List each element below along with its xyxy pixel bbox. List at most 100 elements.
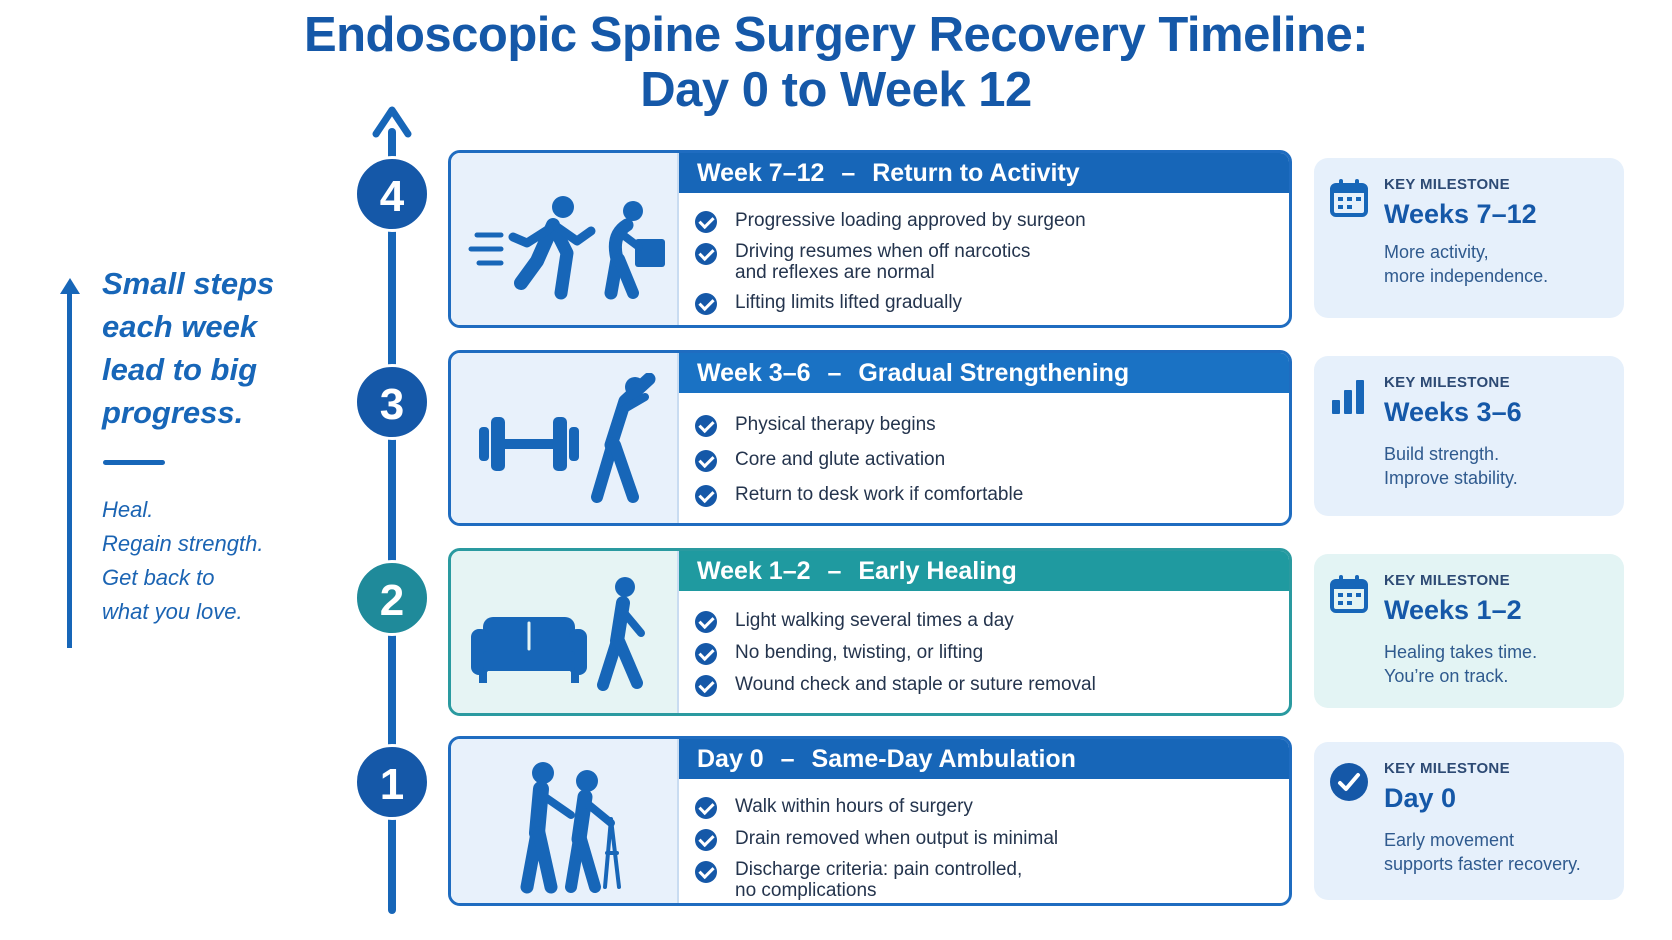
phase-name: Early Healing — [858, 557, 1017, 585]
bullet-text: Light walking several times a day — [735, 610, 1014, 631]
milestone-description-line: more independence. — [1384, 266, 1549, 286]
phase-illustration-panel — [451, 353, 679, 523]
milestone-description: More activity, more independence. — [1384, 240, 1624, 288]
page-title-line-2: Day 0 to Week 12 — [640, 63, 1032, 117]
bullet-text: Wound check and staple or suture removal — [735, 674, 1096, 695]
phase-header: Day 0 – Same-Day Ambulation — [679, 739, 1289, 779]
timeline-arrow-up-icon — [372, 106, 412, 138]
check-circle-icon — [695, 415, 717, 437]
bullet-text: Walk within hours of surgery — [735, 796, 973, 817]
list-item: No bending, twisting, or lifting — [695, 641, 1279, 665]
phase-bullet-list: Progressive loading approved by surgeon … — [695, 209, 1279, 323]
bullet-text: Progressive loading approved by surgeon — [735, 210, 1086, 231]
phase-period: Week 7–12 — [697, 159, 825, 187]
milestone-kicker: KEY MILESTONE — [1384, 760, 1510, 777]
timeline-line — [388, 128, 396, 914]
phase-bullet-list: Physical therapy begins Core and glute a… — [695, 413, 1279, 515]
sofa-icon — [471, 577, 645, 691]
bullet-text: Discharge criteria: pain controlled, no … — [735, 859, 1023, 901]
subtext-line: Get back to — [102, 565, 215, 590]
quote-divider — [103, 460, 165, 465]
assisted-walking-with-walker-icon — [520, 762, 621, 894]
list-item: Drain removed when output is minimal — [695, 827, 1279, 851]
milestone-description-line: More activity, — [1384, 242, 1489, 262]
check-circle-icon — [695, 243, 717, 265]
milestone-description: Healing takes time. You’re on track. — [1384, 640, 1624, 688]
check-circle-icon — [695, 611, 717, 633]
phase-name: Gradual Strengthening — [858, 359, 1130, 387]
bullet-text: Core and glute activation — [735, 449, 946, 470]
milestone-description-line: Build strength. — [1384, 444, 1500, 464]
check-circle-icon — [695, 643, 717, 665]
list-item: Light walking several times a day — [695, 609, 1279, 633]
check-circle-icon — [1330, 763, 1368, 801]
phase-separator: – — [841, 159, 856, 187]
phase-header: Week 3–6 – Gradual Strengthening — [679, 353, 1289, 393]
milestone-description: Early movement supports faster recovery. — [1384, 828, 1624, 876]
list-item: Physical therapy begins — [695, 413, 1279, 437]
milestone-card-weeks-3-6: KEY MILESTONE Weeks 3–6 Build strength. … — [1314, 356, 1624, 516]
milestone-kicker: KEY MILESTONE — [1384, 572, 1510, 589]
phase-card-week-7-12: Week 7–12 – Return to Activity Progressi… — [448, 150, 1292, 328]
phase-card-week-1-2: Week 1–2 – Early Healing Light walking s… — [448, 548, 1292, 716]
milestone-description-line: supports faster recovery. — [1384, 854, 1581, 874]
bullet-text: Return to desk work if comfortable — [735, 484, 1024, 505]
check-circle-icon — [695, 293, 717, 315]
list-item: Discharge criteria: pain controlled, no … — [695, 859, 1279, 901]
step-number-2: 2 — [354, 560, 430, 636]
list-item: Return to desk work if comfortable — [695, 483, 1279, 507]
milestone-description-line: You’re on track. — [1384, 666, 1509, 686]
step-number-4: 4 — [354, 156, 430, 232]
milestone-description-line: Early movement — [1384, 830, 1515, 850]
milestone-title: Weeks 7–12 — [1384, 199, 1537, 229]
phase-illustration-panel — [451, 739, 679, 903]
phase-bullet-list: Walk within hours of surgery Drain remov… — [695, 795, 1279, 903]
bullet-text: Drain removed when output is minimal — [735, 828, 1059, 849]
milestone-title: Weeks 1–2 — [1384, 595, 1522, 625]
list-item: Driving resumes when off narcotics and r… — [695, 241, 1279, 283]
dumbbell-icon — [479, 373, 656, 503]
page-title-line-1: Endoscopic Spine Surgery Recovery Timeli… — [303, 8, 1369, 62]
progress-arrow-icon — [60, 278, 80, 648]
phase-separator: – — [780, 745, 795, 773]
phase-separator: – — [827, 359, 842, 387]
running-person-icon — [468, 196, 665, 300]
subtext-line: Heal. — [102, 497, 154, 522]
phase-period: Week 1–2 — [697, 557, 811, 585]
milestone-description-line: Healing takes time. — [1384, 642, 1538, 662]
phase-name: Return to Activity — [872, 159, 1080, 187]
calendar-icon — [1330, 575, 1368, 613]
phase-card-week-3-6: Week 3–6 – Gradual Strengthening Physica… — [448, 350, 1292, 526]
calendar-icon — [1330, 179, 1368, 217]
bar-chart-icon — [1332, 380, 1364, 414]
milestone-kicker: KEY MILESTONE — [1384, 176, 1510, 193]
phase-name: Same-Day Ambulation — [811, 745, 1076, 773]
milestone-kicker: KEY MILESTONE — [1384, 374, 1510, 391]
subtext-line: what you love. — [102, 599, 243, 624]
phase-bullet-list: Light walking several times a day No ben… — [695, 609, 1279, 705]
subtext-line: Regain strength. — [102, 531, 264, 556]
phase-header: Week 1–2 – Early Healing — [679, 551, 1289, 591]
check-circle-icon — [695, 450, 717, 472]
bullet-text: Lifting limits lifted gradually — [735, 292, 963, 313]
phase-card-day-0: Day 0 – Same-Day Ambulation Walk within … — [448, 736, 1292, 906]
check-circle-icon — [695, 675, 717, 697]
milestone-card-weeks-1-2: KEY MILESTONE Weeks 1–2 Healing takes ti… — [1314, 554, 1624, 708]
phase-illustration-panel — [451, 153, 679, 325]
motivational-quote: Small steps each week lead to big progre… — [102, 266, 275, 430]
step-number-3: 3 — [354, 364, 430, 440]
bullet-text: Driving resumes when off narcotics and r… — [735, 241, 1031, 283]
check-circle-icon — [695, 861, 717, 883]
list-item: Wound check and staple or suture removal — [695, 673, 1279, 697]
milestone-card-day-0: KEY MILESTONE Day 0 Early movement suppo… — [1314, 742, 1624, 900]
phase-header: Week 7–12 – Return to Activity — [679, 153, 1289, 193]
list-item: Walk within hours of surgery — [695, 795, 1279, 819]
page-title: Endoscopic Spine Surgery Recovery Timeli… — [0, 8, 1672, 118]
bullet-text: No bending, twisting, or lifting — [735, 642, 984, 663]
phase-period: Day 0 — [697, 745, 764, 773]
milestone-description: Build strength. Improve stability. — [1384, 442, 1624, 490]
check-circle-icon — [695, 797, 717, 819]
step-number-1: 1 — [354, 744, 430, 820]
milestone-title: Day 0 — [1384, 783, 1457, 813]
bullet-text: Physical therapy begins — [735, 414, 936, 435]
